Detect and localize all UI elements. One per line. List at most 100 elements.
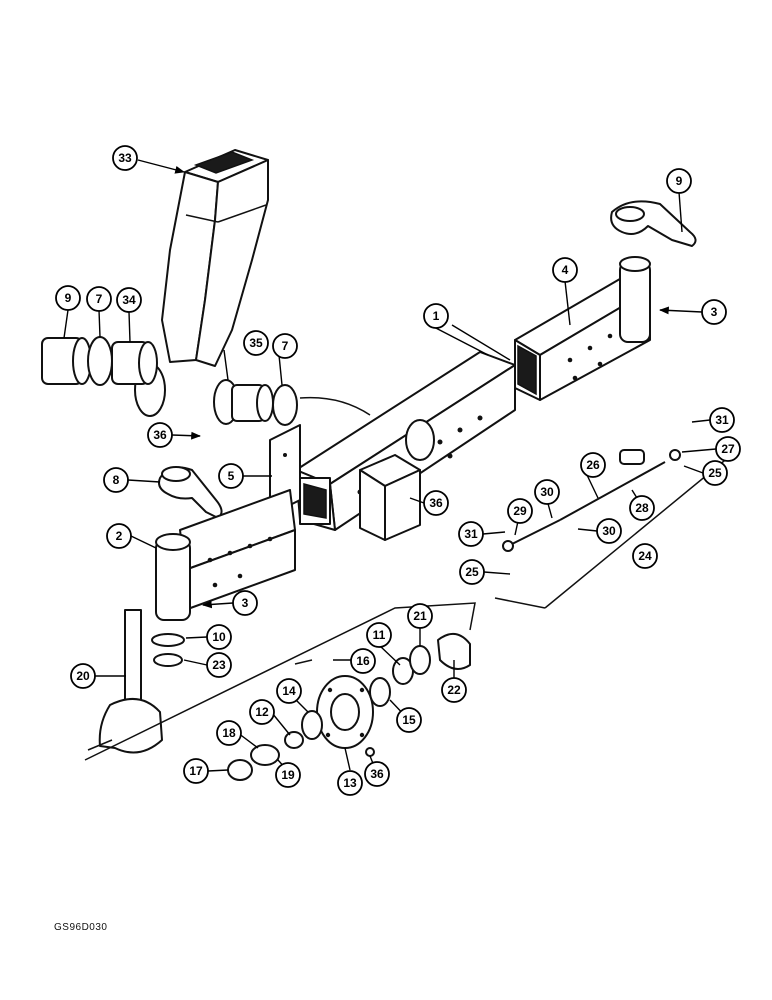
svg-text:25: 25: [708, 466, 722, 480]
bushings-middle: [213, 379, 371, 426]
callout-36: 36: [364, 761, 390, 787]
callout-25: 25: [702, 460, 728, 486]
svg-text:30: 30: [540, 485, 554, 499]
callout-30: 30: [534, 479, 560, 505]
svg-text:7: 7: [282, 339, 289, 353]
svg-text:36: 36: [429, 496, 443, 510]
wheel-hub: [316, 675, 374, 749]
right-axle-extension: [514, 256, 651, 401]
svg-text:17: 17: [189, 764, 203, 778]
svg-text:5: 5: [228, 469, 235, 483]
svg-text:3: 3: [242, 596, 249, 610]
svg-text:27: 27: [721, 442, 735, 456]
svg-text:36: 36: [153, 428, 167, 442]
callout-3-b: 3: [232, 590, 258, 616]
callout-2: 2: [106, 523, 132, 549]
callout-21: 21: [407, 603, 433, 629]
hub-small-parts: [227, 659, 375, 781]
callout-31: 31: [709, 407, 735, 433]
svg-text:3: 3: [711, 305, 718, 319]
svg-text:1: 1: [433, 309, 440, 323]
callout-8: 8: [103, 467, 129, 493]
callout-19: 19: [275, 762, 301, 788]
svg-text:28: 28: [635, 501, 649, 515]
callout-27: 27: [715, 436, 741, 462]
callout-32: 33: [112, 145, 138, 171]
svg-text:8: 8: [113, 473, 120, 487]
svg-text:29: 29: [513, 504, 527, 518]
svg-text:36: 36: [370, 767, 384, 781]
svg-text:22: 22: [447, 683, 461, 697]
callout-25-b: 25: [459, 559, 485, 585]
mount-plate: [269, 424, 301, 516]
svg-text:15: 15: [402, 713, 416, 727]
callout-30-b: 30: [596, 518, 622, 544]
svg-text:7: 7: [96, 292, 103, 306]
callout-31-b: 31: [458, 521, 484, 547]
svg-text:9: 9: [676, 174, 683, 188]
svg-text:13: 13: [343, 776, 357, 790]
svg-text:14: 14: [282, 684, 296, 698]
pivot-tower: [134, 149, 269, 417]
callout-14: 14: [276, 678, 302, 704]
callout-7: 7: [86, 286, 112, 312]
callout-10: 10: [206, 624, 232, 650]
tie-rod-assembly: [494, 449, 736, 609]
steering-arm-right: [610, 200, 697, 247]
svg-text:4: 4: [562, 263, 569, 277]
callout-11: 11: [366, 622, 392, 648]
callout-33: 34: [116, 287, 142, 313]
callout-3: 3: [701, 299, 727, 325]
svg-text:26: 26: [586, 458, 600, 472]
callout-23: 23: [206, 652, 232, 678]
svg-text:18: 18: [222, 726, 236, 740]
svg-text:2: 2: [116, 529, 123, 543]
callout-16: 16: [350, 648, 376, 674]
svg-text:12: 12: [255, 705, 269, 719]
callout-9: 9: [666, 168, 692, 194]
callout-24: 24: [632, 543, 658, 569]
callout-22: 22: [441, 677, 467, 703]
support-bracket: [359, 454, 421, 541]
callout-34: 36: [147, 422, 173, 448]
callout-12: 12: [249, 699, 275, 725]
svg-text:33: 33: [118, 151, 132, 165]
callout-1: 1: [423, 303, 449, 329]
callout-7-b: 7: [272, 333, 298, 359]
svg-text:11: 11: [373, 628, 386, 642]
svg-text:35: 35: [249, 336, 263, 350]
svg-text:34: 34: [122, 293, 136, 307]
svg-text:24: 24: [638, 549, 652, 563]
svg-text:9: 9: [65, 291, 72, 305]
steering-arm-left: [158, 466, 223, 519]
callout-17: 17: [183, 758, 209, 784]
bearings: [301, 633, 471, 740]
seal-washers: [151, 633, 185, 667]
callout-35: 36: [423, 490, 449, 516]
callout-20: 20: [70, 663, 96, 689]
svg-text:20: 20: [76, 669, 90, 683]
steering-spindle: [87, 609, 163, 754]
svg-text:16: 16: [356, 654, 370, 668]
svg-text:19: 19: [281, 768, 295, 782]
left-axle-extension: [155, 489, 296, 621]
svg-text:23: 23: [212, 658, 226, 672]
callout-18: 18: [216, 720, 242, 746]
callout-13: 13: [337, 770, 363, 796]
callout-29: 29: [507, 498, 533, 524]
callout-6: 9: [55, 285, 81, 311]
callout-5: 5: [218, 463, 244, 489]
callout-28: 28: [629, 495, 655, 521]
svg-text:31: 31: [464, 527, 478, 541]
svg-text:10: 10: [212, 630, 226, 644]
svg-text:31: 31: [715, 413, 729, 427]
svg-text:21: 21: [413, 609, 427, 623]
callout-26: 26: [580, 452, 606, 478]
svg-text:25: 25: [465, 565, 479, 579]
callout-33-b: 35: [243, 330, 269, 356]
svg-text:30: 30: [602, 524, 616, 538]
callout-15: 15: [396, 707, 422, 733]
figure-code: GS96D030: [54, 922, 108, 933]
callout-4: 4: [552, 257, 578, 283]
